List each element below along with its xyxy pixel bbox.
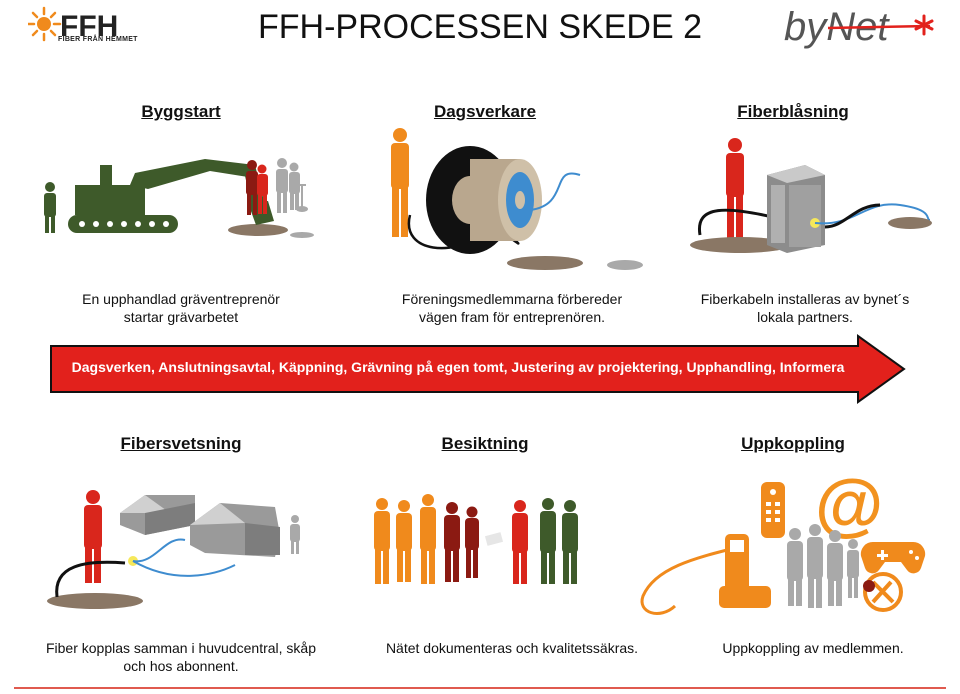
step-caption-besiktning: Nätet dokumenteras och kvalitetssäkras. <box>362 639 662 657</box>
cable-drum-illustration <box>391 128 643 270</box>
people-green-icon <box>540 498 578 584</box>
person-grey-icon <box>290 515 300 554</box>
connection-illustration: @ <box>640 468 926 615</box>
person-grey-icon <box>276 158 300 213</box>
step-caption-uppkoppling: Uppkoppling av medlemmen. <box>663 639 960 657</box>
person-red-icon <box>84 490 102 583</box>
tools-icon <box>863 572 903 612</box>
remote-icon <box>761 482 785 538</box>
star-icon <box>914 14 934 36</box>
person-red-icon <box>246 160 258 215</box>
person-green-icon <box>44 182 56 233</box>
step-caption-dagsverkare: Föreningsmedlemmarna förbereder vägen fr… <box>362 290 662 326</box>
step-heading-fibersvetsning: Fibersvetsning <box>120 434 242 453</box>
gamepad-icon <box>860 541 926 574</box>
bynet-logo: byNet <box>784 5 934 49</box>
people-darkred-icon <box>444 502 479 582</box>
logo-left-text: FFH <box>60 10 118 43</box>
inspection-illustration <box>374 494 578 584</box>
step-caption-byggstart: En upphandlad gräventreprenör startar gr… <box>31 290 331 326</box>
step-caption-fiberblasning: Fiberkabeln installeras av bynet´s lokal… <box>655 290 955 326</box>
houses-illustration <box>47 490 300 609</box>
caption-line: Föreningsmedlemmarna förbereder <box>401 291 623 307</box>
svg-text:@: @ <box>815 468 883 543</box>
ffh-logo: FFH <box>28 6 118 43</box>
caption-line: Nätet dokumenteras och kvalitetssäkras. <box>385 640 639 656</box>
step-caption-fibersvetsning: Fiber kopplas samman i huvudcentral, skå… <box>31 639 331 675</box>
person-red-icon <box>512 500 528 584</box>
cabinet-illustration <box>690 138 932 253</box>
step-heading-fiberblasning: Fiberblåsning <box>737 102 849 121</box>
caption-line: Fiberkabeln installeras av bynet´s <box>700 291 910 307</box>
excavator-illustration <box>44 158 314 238</box>
at-sign-icon: @ <box>815 468 883 543</box>
sun-icon <box>28 6 62 42</box>
step-heading-dagsverkare: Dagsverkare <box>433 102 537 121</box>
caption-line: vägen fram för entreprenören. <box>419 309 605 325</box>
caption-line: lokala partners. <box>757 309 853 325</box>
caption-line: Fiber kopplas samman i huvudcentral, skå… <box>45 640 317 656</box>
caption-line: startar grävarbetet <box>123 309 239 325</box>
process-arrow-text: Dagsverken, Anslutningsavtal, Käppning, … <box>71 359 845 375</box>
logo-left-subtext: FIBER FRÅN HEMMET <box>58 36 138 43</box>
excavator-icon <box>68 159 274 233</box>
step-heading-byggstart: Byggstart <box>141 102 221 121</box>
houses-icon <box>120 495 280 557</box>
step-heading-besiktning: Besiktning <box>441 434 529 453</box>
phone-icon <box>719 534 771 608</box>
footer-divider <box>14 687 946 689</box>
people-orange-icon <box>374 494 436 584</box>
cabinet-icon <box>767 165 825 253</box>
process-arrow <box>50 334 906 404</box>
step-heading-uppkoppling: Uppkoppling <box>741 434 845 453</box>
person-red-icon <box>726 138 744 241</box>
people-grey-icon <box>787 524 859 608</box>
person-orange-icon <box>391 128 409 237</box>
caption-line: och hos abonnent. <box>123 658 239 674</box>
caption-line: Uppkoppling av medlemmen. <box>722 640 904 656</box>
caption-line: En upphandlad gräventreprenör <box>82 291 280 307</box>
cable-drum-icon <box>426 146 542 254</box>
page-title: FFH-PROCESSEN SKEDE 2 <box>258 8 702 46</box>
shovel-icon <box>298 184 306 207</box>
